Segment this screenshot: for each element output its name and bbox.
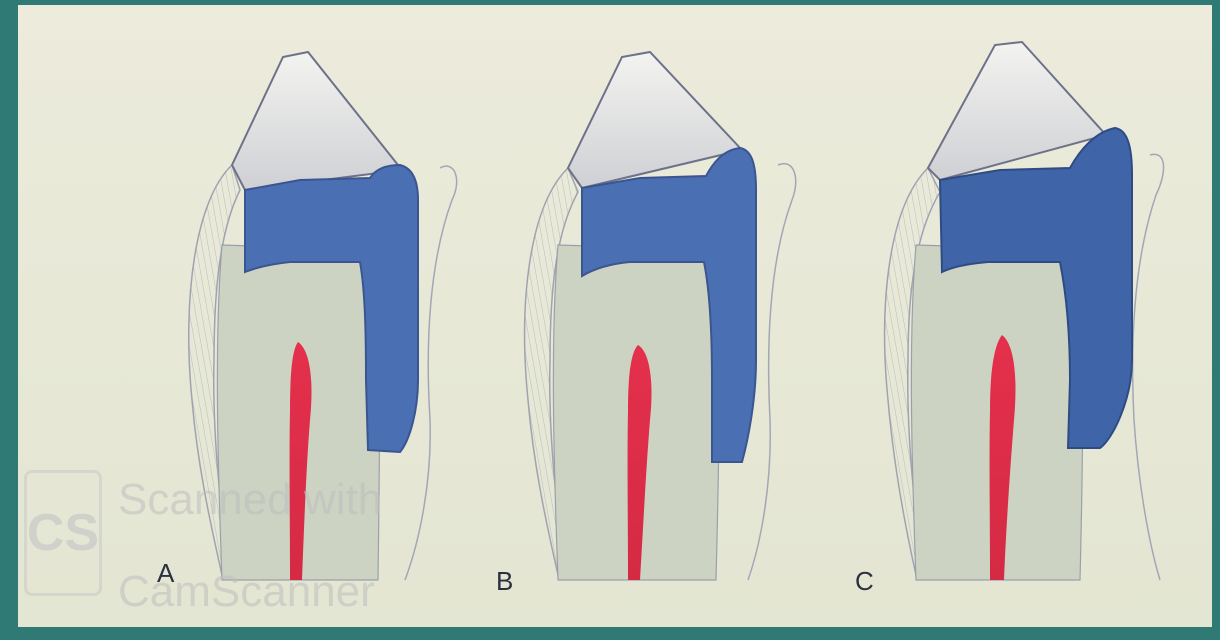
watermark-line-1: Scanned with: [118, 478, 382, 522]
crown-a: [232, 52, 402, 190]
tooth-diagram-b: [525, 52, 796, 580]
right-outline-c: [1133, 154, 1164, 580]
label-b: B: [496, 566, 513, 597]
label-c: C: [855, 566, 874, 597]
camscanner-logo: CS: [24, 470, 102, 596]
tooth-diagram-c: [885, 42, 1164, 580]
label-a: A: [157, 558, 174, 589]
